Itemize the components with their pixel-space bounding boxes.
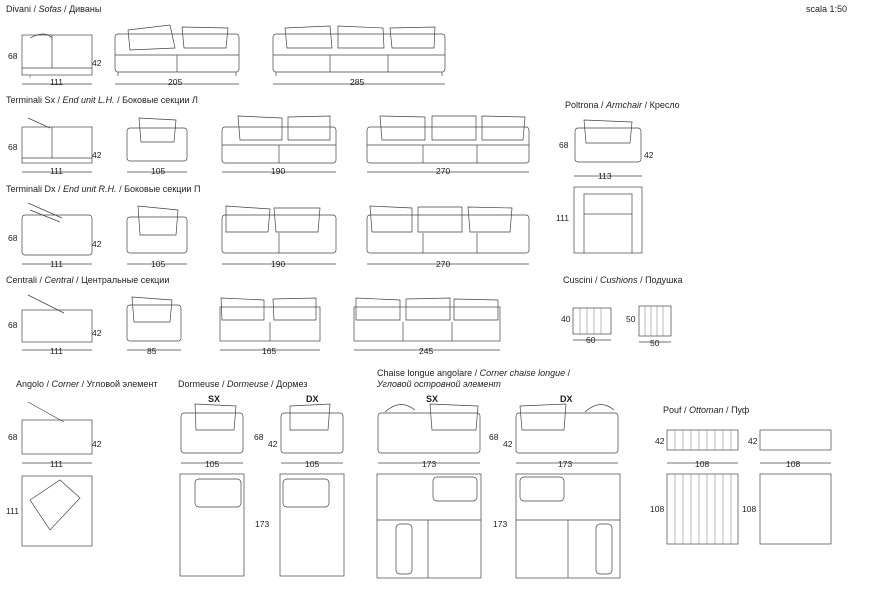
dim-68: 68 [8, 142, 18, 152]
sofa-285-front [272, 25, 446, 76]
dim-165: 165 [262, 346, 277, 356]
dim-113: 113 [598, 171, 612, 181]
dim-105: 105 [151, 259, 166, 269]
dim-108: 108 [742, 504, 757, 514]
dim-190: 190 [271, 166, 286, 176]
dim-68: 68 [8, 432, 18, 442]
dim-111: 111 [50, 346, 63, 356]
dim-111: 111 [6, 506, 19, 516]
section-title-chaise: Chaise longue angolare / Corner chaise l… [377, 368, 571, 389]
sofa-205-front [114, 24, 240, 76]
dim-108: 108 [650, 504, 665, 514]
dim-245: 245 [419, 346, 434, 356]
dim-285: 285 [350, 77, 365, 87]
dim-108: 108 [786, 459, 801, 469]
dim-68: 68 [8, 51, 18, 61]
dim-85: 85 [147, 346, 157, 356]
dim-42: 42 [268, 439, 278, 449]
dim-40: 40 [561, 314, 571, 324]
section-title-corner: Angolo / Corner / Угловой элемент [16, 379, 158, 389]
dim-205: 205 [168, 77, 183, 87]
dim-190: 190 [271, 259, 286, 269]
dim-270: 270 [436, 166, 451, 176]
dim-42: 42 [748, 436, 758, 446]
label-sx: SX [208, 394, 221, 404]
armchair-plan [573, 186, 643, 254]
end-lh-side [21, 117, 93, 164]
dim-111: 111 [50, 259, 63, 269]
armchair-front [574, 119, 642, 163]
label-dx: DX [560, 394, 573, 404]
dim-173: 173 [255, 519, 270, 529]
dim-105: 105 [305, 459, 320, 469]
dim-270: 270 [436, 259, 451, 269]
dim-42: 42 [92, 58, 102, 68]
label-dx: DX [306, 394, 319, 404]
dim-42: 42 [92, 239, 102, 249]
dim-173: 173 [493, 519, 508, 529]
dim-68: 68 [559, 140, 569, 150]
dim-111: 111 [556, 213, 569, 223]
dim-60: 60 [586, 335, 596, 345]
section-title-pouf: Pouf / Ottoman / Пуф [663, 405, 750, 415]
dim-68: 68 [8, 233, 18, 243]
section-title-central: Centrali / Central / Центральные секции [6, 275, 170, 285]
sofa-side-view [21, 33, 93, 78]
dim-42: 42 [92, 150, 102, 160]
label-sx: SX [426, 394, 439, 404]
section-title-cushions: Cuscini / Cushions / Подушка [563, 275, 683, 285]
dim-68: 68 [254, 432, 264, 442]
dim-105: 105 [151, 166, 166, 176]
scale-label: scala 1:50 [806, 4, 848, 14]
dim-42: 42 [655, 436, 665, 446]
dim-108: 108 [695, 459, 710, 469]
dim-42: 42 [92, 439, 102, 449]
dim-111: 111 [50, 166, 63, 176]
dim-42: 42 [644, 150, 654, 160]
dim-68: 68 [489, 432, 499, 442]
dim-50: 50 [626, 314, 636, 324]
dim-50: 50 [650, 338, 660, 348]
section-title-end-rh: Terminali Dx / End unit R.H. / Боковые с… [6, 184, 201, 194]
section-title-sofas: Divani / Sofas / Диваны [6, 4, 102, 14]
dim-111: 111 [50, 77, 63, 87]
dim-105: 105 [205, 459, 220, 469]
section-title-armchair: Poltrona / Armchair / Кресло [565, 100, 680, 110]
section-title-end-lh: Terminali Sx / End unit L.H. / Боковые с… [6, 95, 198, 105]
dim-68: 68 [8, 320, 18, 330]
dim-42: 42 [92, 328, 102, 338]
dim-173: 173 [422, 459, 437, 469]
dim-173: 173 [558, 459, 573, 469]
dim-42: 42 [503, 439, 513, 449]
dim-111: 111 [50, 459, 63, 469]
section-title-dormeuse: Dormeuse / Dormeuse / Дормез [178, 379, 308, 389]
